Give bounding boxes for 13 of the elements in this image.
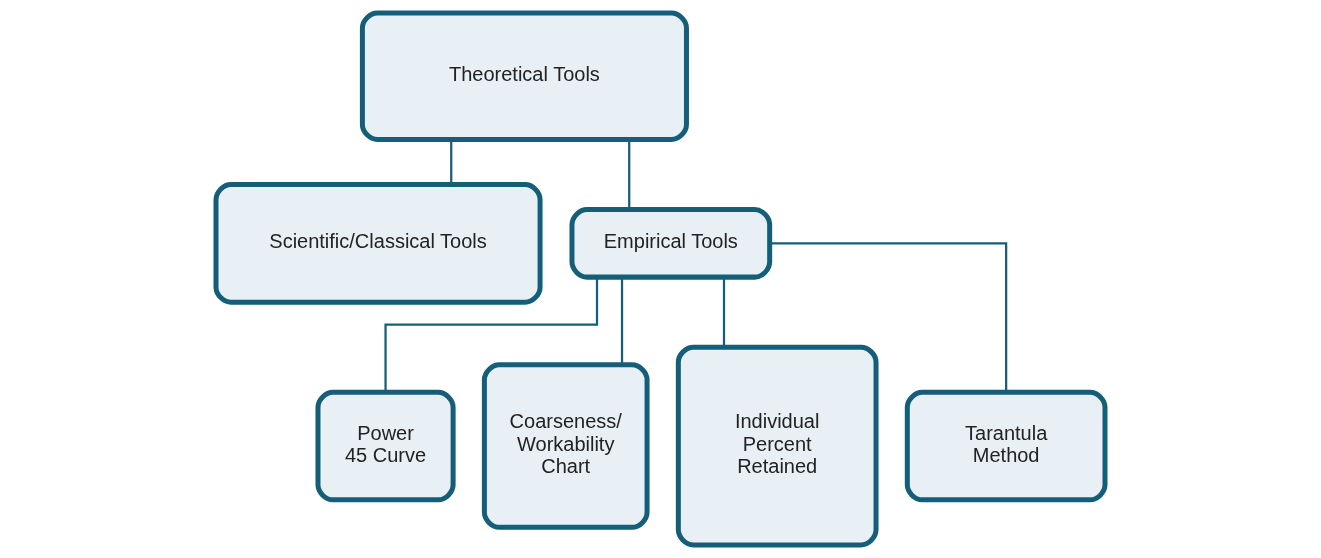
node-box: Coarseness/ Workability Chart [481,362,650,530]
node-box: Power 45 Curve [315,389,456,503]
connector [722,277,726,347]
connector [770,242,1008,392]
connector [628,139,631,210]
connector [384,277,599,393]
node-box: Individual Percent Retained [675,344,879,548]
node-box: Empirical Tools [569,207,773,280]
node-box: Tarantula Method [904,389,1108,503]
connector [620,277,624,365]
node-box: Scientific/Classical Tools [213,182,543,305]
node-box: Theoretical Tools [359,10,689,142]
connector [450,139,453,185]
